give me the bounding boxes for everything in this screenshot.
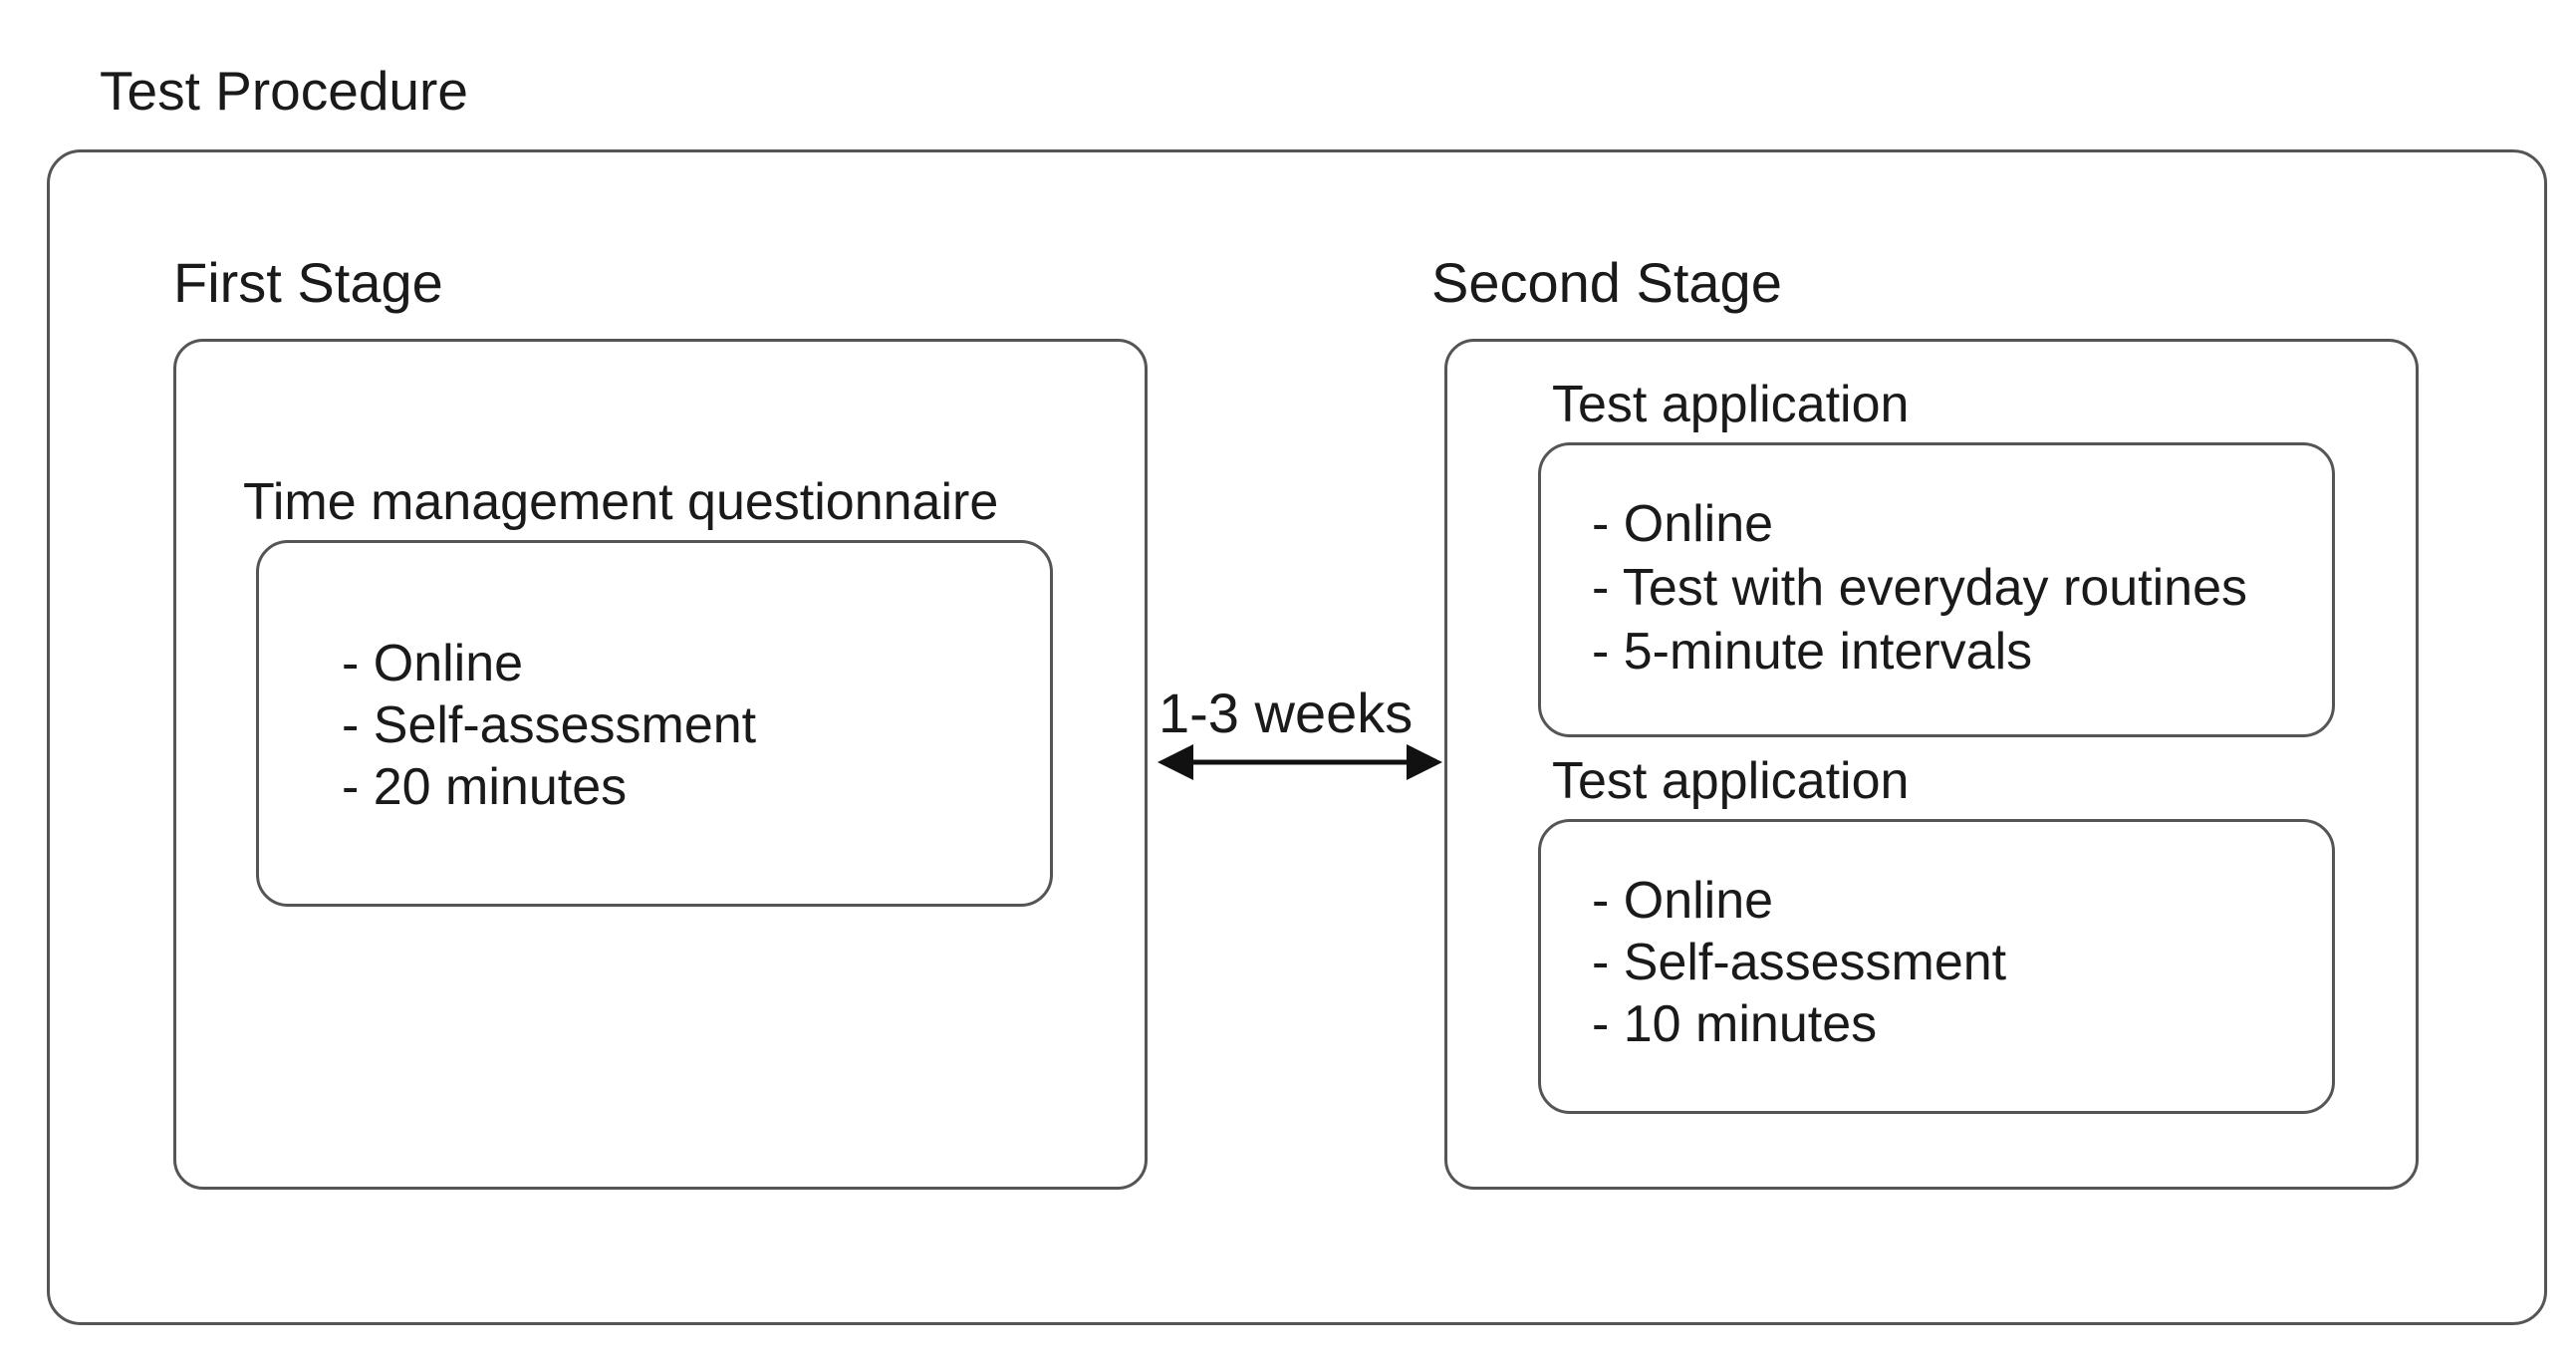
first-stage-title: First Stage [173,251,443,314]
test-application-item: Online [1592,875,2006,937]
test-application-item: 5-minute intervals [1592,626,2247,689]
test-application-item: 10 minutes [1592,998,2006,1060]
test-application-title: Test application [1552,376,1910,433]
test-application-item: Test with everyday routines [1592,562,2247,626]
test-application-details: Online Self-assessment 10 minutes [1592,875,2006,1060]
questionnaire-details: Online Self-assessment 20 minutes [342,638,756,823]
questionnaire-item: Online [342,638,756,699]
questionnaire-title: Time management questionnaire [243,473,999,531]
test-application-title: Test application [1552,752,1910,810]
questionnaire-item: Self-assessment [342,699,756,761]
questionnaire-item: 20 minutes [342,761,756,823]
diagram-title: Test Procedure [100,60,468,122]
interval-label: 1-3 weeks [1159,682,1414,744]
test-application-item: Online [1592,498,2247,562]
test-application-item: Self-assessment [1592,937,2006,998]
double-arrow-icon [1158,744,1442,780]
second-stage-title: Second Stage [1431,251,1782,314]
test-application-details: Online Test with everyday routines 5-min… [1592,498,2247,689]
